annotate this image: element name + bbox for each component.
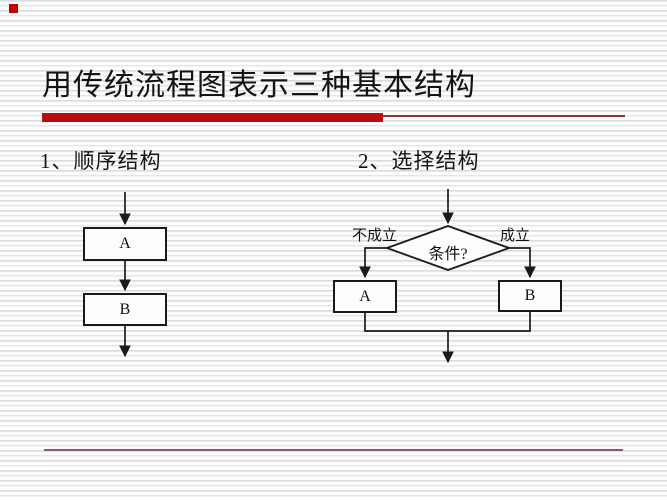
branch-true-label: 成立 [500, 228, 531, 244]
section-label-sequence: 1、顺序结构 [40, 149, 162, 173]
branch-false-label: 不成立 [352, 228, 398, 244]
branch-true-connector [509, 247, 536, 279]
branch-false-connector [359, 247, 387, 279]
red-bullet-square [9, 4, 18, 13]
slide-title: 用传统流程图表示三种基本结构 [42, 69, 476, 102]
process-box-seq-b: B [83, 293, 167, 326]
process-box-sel-a: A [333, 280, 397, 313]
merge-connector [364, 312, 531, 332]
process-box-sel-b: B [498, 280, 562, 312]
section-label-selection: 2、选择结构 [358, 149, 480, 173]
process-box-seq-a: A [83, 227, 167, 261]
condition-label: 条件? [428, 246, 468, 263]
title-accent-bar [42, 113, 383, 122]
footer-rule [44, 449, 623, 451]
title-accent-thin-line [383, 115, 625, 117]
